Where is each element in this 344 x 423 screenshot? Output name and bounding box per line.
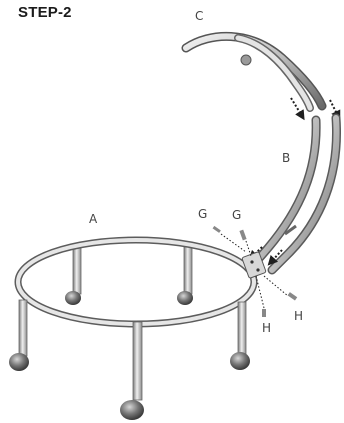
label-h-1: H — [262, 321, 271, 335]
screws-h — [255, 275, 298, 317]
label-c: C — [195, 9, 203, 23]
label-h-2: H — [294, 309, 303, 323]
screws-g — [212, 225, 252, 257]
label-a: A — [89, 212, 98, 226]
caster-front-left — [9, 353, 29, 371]
insert-arrows-c — [290, 97, 341, 121]
part-a-base — [9, 236, 267, 420]
insert-arrows-b — [248, 246, 283, 266]
caster-front-right — [230, 352, 250, 370]
caster-front-center — [120, 400, 144, 420]
part-c-upper-tube — [181, 31, 327, 112]
caster-back-right — [177, 291, 193, 305]
part-b-lower-tubes — [247, 113, 342, 275]
label-b: B — [282, 151, 290, 165]
label-g-1: G — [198, 207, 207, 221]
caster-back-left — [65, 291, 81, 305]
label-g-2: G — [232, 208, 241, 222]
step-title: STEP-2 — [18, 4, 72, 21]
